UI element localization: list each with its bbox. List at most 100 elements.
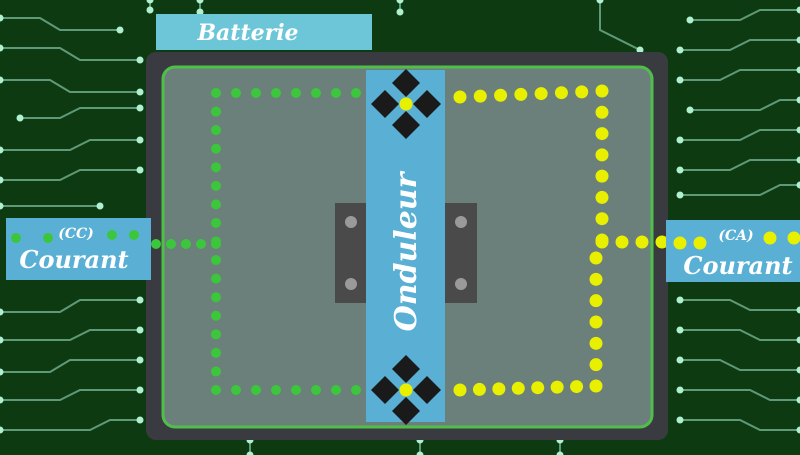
circuit-trace (680, 359, 800, 371)
dc-dot (129, 230, 139, 240)
ac-dot (570, 380, 584, 394)
ac-dot (494, 88, 508, 102)
switch-center-dot (399, 383, 413, 397)
circuit-trace (680, 184, 800, 196)
circuit-node (136, 88, 144, 96)
dc-dot (211, 88, 221, 98)
circuit-node (116, 26, 124, 34)
dc-dot (211, 199, 221, 210)
terminal-right (445, 203, 477, 303)
circuit-node (796, 396, 800, 404)
ac-dot (589, 336, 603, 350)
circuit-node (196, 0, 204, 4)
circuit-node (596, 0, 604, 4)
switch-center-dot (399, 97, 413, 111)
circuit-node (0, 426, 4, 434)
ac-dot (554, 86, 568, 100)
circuit-node (796, 36, 800, 44)
dc-dot (211, 239, 221, 249)
ac-dot (473, 89, 487, 103)
circuit-node (136, 104, 144, 112)
circuit-node (676, 326, 684, 334)
dc-current-type: (CC) (58, 226, 94, 242)
circuit-node (136, 356, 144, 364)
dc-dot (211, 180, 221, 191)
ac-dot (575, 85, 589, 99)
circuit-node (136, 136, 144, 144)
dc-dot (351, 385, 361, 395)
circuit-trace (680, 69, 800, 81)
ac-dot (673, 236, 687, 250)
ac-dot (453, 383, 467, 397)
ac-dot (589, 358, 603, 372)
dc-dot (291, 88, 301, 98)
ac-dot (550, 380, 564, 394)
ac-dot (453, 90, 467, 104)
circuit-node (0, 14, 4, 22)
circuit-trace (680, 419, 800, 431)
dc-dot (211, 385, 221, 395)
ac-dot (595, 190, 609, 204)
ac-dot (615, 235, 629, 249)
ac-current-type: (CA) (718, 228, 753, 244)
circuit-node (796, 126, 800, 134)
dc-dot (211, 273, 221, 284)
circuit-trace (680, 389, 800, 401)
diamond-piece (392, 111, 420, 139)
circuit-node (676, 46, 684, 54)
circuit-node (686, 16, 694, 24)
circuit-trace (599, 0, 641, 51)
ac-current-label: Courant (683, 251, 792, 280)
ac-dot (472, 382, 486, 396)
ac-dot (589, 379, 603, 393)
circuit-node (0, 176, 4, 184)
terminal-left (335, 203, 367, 303)
ac-dot (595, 169, 609, 183)
circuit-node (676, 166, 684, 174)
circuit-node (796, 306, 800, 314)
diamond-piece (392, 397, 420, 425)
dc-dot (331, 88, 341, 98)
circuit-node (796, 336, 800, 344)
battery-tab (156, 14, 372, 50)
dc-dot (251, 385, 261, 395)
battery-label: Batterie (196, 20, 298, 46)
ac-dot (595, 84, 609, 98)
ac-dot (514, 87, 528, 101)
circuit-trace (680, 39, 800, 51)
circuit-node (796, 426, 800, 434)
diamond-switch-icon (371, 69, 441, 139)
dc-dot (351, 88, 361, 98)
circuit-node (146, 0, 154, 4)
diamond-piece (413, 90, 441, 118)
dc-dot (211, 310, 221, 321)
circuit-trace (680, 129, 800, 141)
dc-dot (43, 233, 53, 243)
ac-dot (787, 231, 800, 245)
circuit-trace (690, 9, 800, 21)
circuit-node (676, 191, 684, 199)
circuit-node (796, 156, 800, 164)
circuit-node (136, 386, 144, 394)
circuit-trace (20, 107, 140, 119)
dc-dot (311, 88, 321, 98)
circuit-node (246, 451, 254, 455)
dc-dot (211, 217, 221, 228)
circuit-trace (0, 299, 140, 313)
ac-current-dots-on-label (673, 231, 800, 250)
circuit-node (0, 336, 4, 344)
circuit-node (136, 56, 144, 64)
circuit-node (796, 66, 800, 74)
circuit-node (0, 202, 4, 210)
circuit-node (136, 416, 144, 424)
circuit-node (796, 181, 800, 189)
circuit-trace (0, 169, 140, 181)
circuit-node (136, 326, 144, 334)
dc-dot (211, 125, 221, 136)
dc-dot (211, 143, 221, 154)
circuit-node (686, 106, 694, 114)
dc-dot (211, 106, 221, 117)
circuit-trace (690, 99, 800, 111)
